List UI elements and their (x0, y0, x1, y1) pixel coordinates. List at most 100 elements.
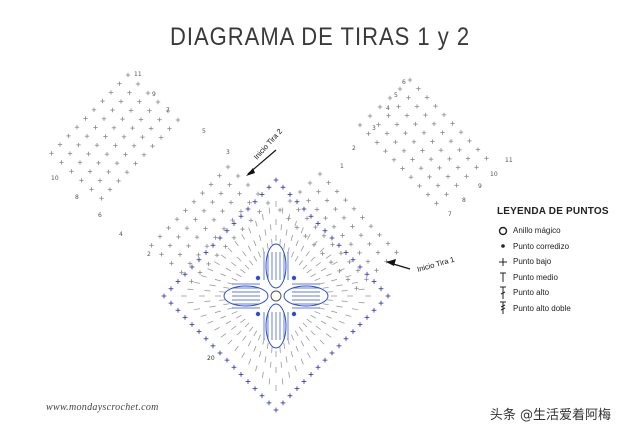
stitch-mark (336, 284, 343, 287)
single-crochet-mark (206, 261, 211, 267)
single-crochet-mark (435, 183, 441, 188)
single-crochet-mark (404, 113, 410, 118)
single-crochet-mark (384, 131, 390, 136)
stitch-mark (194, 308, 201, 311)
single-crochet-mark (374, 140, 380, 145)
single-crochet-mark (383, 148, 388, 154)
outer-round-mark (245, 379, 251, 384)
single-crochet-mark (277, 207, 283, 213)
single-crochet-mark (375, 250, 381, 255)
single-crochet-mark (214, 253, 220, 258)
legend-label: Punto bajo (513, 257, 552, 267)
single-crochet-mark (367, 241, 372, 247)
stitch-mark (264, 356, 267, 363)
stitch-mark (223, 303, 230, 306)
single-crochet-mark (364, 277, 369, 282)
single-crochet-mark (121, 134, 127, 139)
stitch-mark (231, 325, 237, 330)
row-number: 5 (202, 128, 206, 135)
stitch-mark (294, 220, 297, 227)
stitch-mark (207, 320, 214, 324)
single-crochet-mark (345, 277, 351, 282)
row-number: 9 (478, 183, 482, 190)
single-crochet-mark (100, 98, 105, 104)
stitch-mark (255, 220, 258, 227)
single-crochet-mark (183, 208, 188, 213)
outer-round-mark (322, 228, 328, 234)
single-crochet-mark (200, 190, 205, 196)
stitch-mark (264, 229, 267, 236)
single-crochet-mark (59, 160, 64, 165)
row-number: 5 (394, 92, 398, 99)
single-crochet-mark (484, 156, 489, 161)
single-crochet-mark (123, 152, 128, 157)
single-crochet-mark (385, 241, 391, 246)
outer-round-mark (252, 199, 258, 205)
single-crochet-mark (331, 224, 337, 229)
single-crochet-mark (255, 191, 261, 197)
outer-round-mark (266, 184, 272, 190)
outer-round-mark (371, 279, 377, 284)
magic-ring-mark (270, 290, 282, 302)
row-number: 11 (134, 71, 142, 78)
stitch-mark (336, 305, 343, 308)
legend-label: Punto corredizo (513, 241, 570, 251)
single-crochet-mark (464, 174, 469, 179)
outer-round-mark (203, 336, 209, 342)
stitch-mark (235, 273, 242, 278)
outer-round-mark (336, 343, 342, 349)
single-crochet-mark (165, 108, 171, 114)
outer-round-mark (350, 257, 356, 263)
outer-round-mark (315, 221, 321, 226)
outer-round-mark (238, 371, 244, 377)
single-crochet-mark (427, 174, 432, 180)
legend-label: Punto medio (513, 272, 558, 282)
single-crochet-mark (225, 164, 231, 170)
single-crochet-mark (140, 134, 145, 140)
outer-round-mark (308, 213, 314, 219)
legend-item-double: Punto alto (497, 285, 609, 301)
start-arrows (246, 149, 411, 270)
stitch-mark (300, 340, 305, 347)
stitch-mark (290, 234, 294, 241)
outer-round-mark (259, 192, 265, 197)
stitch-mark (331, 278, 338, 282)
single-crochet-mark (475, 147, 481, 152)
website-credit: www.mondayscrochet.com (46, 402, 159, 413)
outer-round-mark (266, 400, 272, 406)
stitch-mark (247, 340, 252, 347)
single-crochet-mark (84, 134, 90, 139)
slip-stitch-mark (291, 275, 297, 281)
single-crochet-mark (203, 226, 208, 231)
single-crochet-mark (94, 143, 100, 148)
single-crochet-mark (357, 250, 362, 256)
single-crochet-mark (231, 235, 237, 240)
single-crochet-mark (445, 174, 451, 179)
stitch-mark (220, 333, 227, 338)
legend-item-half-double: Punto medio (497, 270, 609, 286)
stitch-mark (291, 251, 295, 258)
stitch-legend: LEYENDA DE PUNTOS Anillo mágico Punto co… (497, 206, 609, 316)
single-crochet-mark (116, 178, 121, 184)
stitch-mark (351, 281, 358, 284)
single-crochet-mark (360, 215, 365, 220)
outer-round-mark (168, 286, 174, 292)
single-crochet-mark (176, 234, 181, 240)
single-crochet-mark (324, 198, 330, 203)
single-crochet-mark (367, 113, 373, 119)
single-crochet-mark (397, 86, 403, 92)
single-crochet-mark (430, 139, 435, 144)
single-crochet-mark (374, 268, 379, 273)
single-crochet-mark (157, 234, 163, 239)
stitch-mark (214, 310, 221, 314)
treble-crochet-icon (497, 301, 509, 315)
stitch-mark (242, 335, 247, 341)
legend-label: Anillo mágico (513, 226, 561, 236)
single-crochet-mark (326, 180, 331, 185)
single-crochet-mark (83, 116, 88, 121)
stitch-mark (298, 260, 303, 266)
single-crochet-mark (440, 130, 445, 135)
single-crochet-mark (57, 142, 63, 147)
stitch-mark (231, 277, 238, 281)
